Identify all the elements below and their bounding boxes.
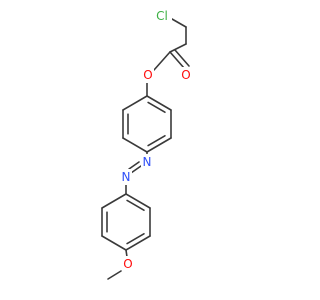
- atom-label-layer: Cl O O N N O: [120, 8, 192, 272]
- bond-azo-a: [130, 165, 142, 174]
- atom-o-methoxy: O: [122, 256, 134, 272]
- lower-ring-bond-5: [101, 193, 127, 209]
- bond-carbonyl-o-double-a: [169, 51, 185, 69]
- lower-ring-bond-3: [101, 235, 127, 251]
- upper-ring-bond-3: [122, 137, 148, 153]
- structure-diagram: Cl O O N N O: [101, 8, 192, 280]
- bond-ring-o-methoxy: [125, 249, 128, 258]
- upper-ring-bond-0: [146, 95, 172, 111]
- lower-ring-double-bond-2: [126, 232, 145, 245]
- bond-cl-ch2: [171, 18, 187, 28]
- atom-label-o-methoxy: O: [123, 257, 132, 271]
- lower-ring-double-bond-0: [126, 199, 145, 212]
- bond-ch2-carbonyl: [169, 43, 187, 53]
- bond-o-methyl: [107, 270, 122, 280]
- upper-ring-double-bond-0: [147, 101, 166, 114]
- upper-ring-bond-5: [122, 95, 148, 111]
- bond-azo-b: [128, 161, 140, 170]
- bond-layer: [101, 18, 190, 280]
- atom-cl: Cl: [152, 8, 172, 24]
- lower-ring-bond-2: [125, 235, 151, 251]
- bond-carbonyl-o-ester: [153, 51, 171, 71]
- atom-label-o-carbonyl: O: [181, 68, 190, 82]
- atom-label-o-ester: O: [143, 68, 152, 82]
- atom-n-upper: N: [141, 154, 153, 170]
- atom-label-n-upper: N: [143, 155, 152, 169]
- atom-o-ester: O: [142, 67, 154, 83]
- upper-ring-bond-2: [146, 137, 172, 153]
- lower-ring-bond-0: [125, 193, 151, 209]
- atom-o-carbonyl: O: [180, 67, 192, 83]
- atom-label-cl: Cl: [156, 9, 168, 23]
- atom-label-n-lower: N: [122, 170, 131, 184]
- atom-n-lower: N: [120, 169, 132, 185]
- bond-carbonyl-o-double-b: [174, 49, 190, 67]
- upper-ring-double-bond-2: [147, 134, 166, 147]
